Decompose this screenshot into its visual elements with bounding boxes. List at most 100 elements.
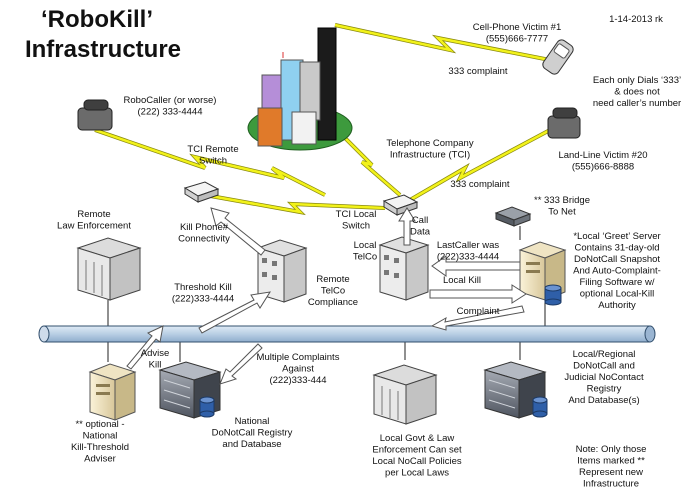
- label-kill-phone-line: Kill Phone#: [180, 222, 229, 233]
- office-building-icon-remote-telco: [256, 239, 308, 303]
- date-note: 1-14-2013 rk: [609, 14, 663, 25]
- diagram-title-line1: ‘RoboKill’: [41, 6, 153, 33]
- label-complaint-cell-line: 333 complaint: [448, 66, 508, 77]
- wireless-links: [94, 23, 561, 216]
- label-regional-dnc-line: Registry: [587, 384, 622, 395]
- label-regional-dnc-line: And Database(s): [568, 395, 639, 406]
- label-national-dnc-line: and Database: [222, 439, 281, 450]
- courthouse-icon-remote-law: [76, 237, 142, 301]
- arrow-bus-to-remote-telco: [198, 291, 272, 334]
- diagram-title-line2: Infrastructure: [25, 36, 181, 63]
- label-complaint-bus-line: Complaint: [457, 306, 500, 317]
- label-optional-adviser-line: ** optional -: [75, 419, 124, 430]
- label-cell-victim-line: (555)666-7777: [486, 34, 548, 45]
- label-multiple-complaints-line: Multiple Complaints: [257, 352, 340, 363]
- label-remote-telco-line: Remote: [316, 274, 349, 285]
- label-bridge-line: ** 333 Bridge: [534, 195, 590, 206]
- label-cell-victim-line: Cell-Phone Victim #1: [473, 22, 562, 33]
- label-note-line: Items marked **: [577, 456, 645, 467]
- label-optional-adviser-line: Kill-Threshold: [71, 442, 129, 453]
- label-greet-server-line: Authority: [598, 300, 636, 311]
- label-last-caller: LastCaller was(222)333-4444: [437, 240, 500, 263]
- label-remote-law-line: Remote: [77, 209, 110, 220]
- label-national-dnc-line: National: [235, 416, 270, 427]
- label-landline-victim-line: (555)666-8888: [572, 162, 634, 173]
- modem-icon: [494, 206, 532, 227]
- label-optional-adviser-line: National: [83, 431, 118, 442]
- network-bus: [38, 325, 656, 343]
- label-greet-server-line: *Local ‘Greet’ Server: [573, 231, 660, 242]
- label-remote-telco-line: Compliance: [308, 297, 358, 308]
- arrow-complaint: [430, 305, 525, 331]
- label-remote-law-line: Law Enforcement: [57, 221, 131, 232]
- label-national-dnc-line: DoNotCall Registry: [212, 428, 293, 439]
- label-note-line: Represent new: [579, 467, 643, 478]
- label-dial-note-line: need caller’s number: [593, 98, 681, 109]
- arrow-telco-to-local-switch: [398, 207, 416, 246]
- server-tower-icon-adviser: [88, 363, 137, 421]
- city-icon: [247, 27, 353, 151]
- label-tci-remote-switch-line: Switch: [199, 156, 227, 167]
- connection-lines: [107, 226, 546, 362]
- database-icon-regional: [532, 396, 548, 418]
- label-greet-server-line: DoNotCall Snapshot: [574, 254, 660, 265]
- label-regional-dnc-line: Local/Regional: [573, 349, 636, 360]
- label-complaint-land: 333 complaint: [450, 179, 510, 190]
- label-local-govt-line: Enforcement Can set: [372, 445, 462, 456]
- label-last-caller-line: (222)333-4444: [437, 252, 499, 263]
- label-threshold-kill: Threshold Kill(222)333-4444: [172, 282, 234, 305]
- label-landline-victim-line: Land-Line Victim #20: [558, 150, 647, 161]
- label-complaint-land-line: 333 complaint: [450, 179, 510, 190]
- label-tci-local-switch-line: Switch: [342, 221, 370, 232]
- label-optional-adviser-line: Adviser: [84, 454, 116, 465]
- desk-phone-icon-robocaller: [77, 99, 113, 131]
- label-local-govt-line: Local Govt & Law: [380, 433, 455, 444]
- desk-phone-icon-landline: [547, 107, 581, 139]
- label-complaint-bus: Complaint: [457, 306, 500, 317]
- label-multiple-complaints-line: Against: [282, 364, 314, 375]
- database-icon-national: [199, 396, 215, 418]
- arrow-telco-to-greet: [429, 284, 527, 304]
- switch-icon-remote: [183, 181, 220, 203]
- courthouse-icon-local-govt: [372, 364, 438, 425]
- label-greet-server-line: Contains 31-day-old: [574, 243, 659, 254]
- label-telco-infra-line: Infrastructure (TCI): [390, 150, 470, 161]
- label-robocaller: RoboCaller (or worse)(222) 333-4444: [124, 95, 217, 118]
- label-threshold-kill-line: Threshold Kill: [174, 282, 232, 293]
- label-local-telco-line: Local: [354, 240, 377, 251]
- label-complaint-cell: 333 complaint: [448, 66, 508, 77]
- label-kill-phone: Kill Phone#Connectivity: [178, 222, 230, 245]
- label-regional-dnc-line: DoNotCall and: [573, 361, 635, 372]
- label-note-line: Note: Only those: [576, 444, 647, 455]
- label-greet-server-line: And Auto-Complaint-: [573, 266, 661, 277]
- label-threshold-kill-line: (222)333-4444: [172, 294, 234, 305]
- label-regional-dnc-line: Judicial NoContact: [564, 372, 644, 383]
- label-local-kill: Local Kill: [443, 275, 481, 286]
- label-local-govt-line: Local NoCall Policies: [372, 456, 461, 467]
- label-bridge-line: To Net: [548, 207, 576, 218]
- flow-arrows: [126, 207, 527, 385]
- label-advise-kill-line: Advise: [141, 348, 170, 359]
- label-local-govt-line: per Local Laws: [385, 468, 449, 479]
- label-call-data-line: Call: [412, 215, 428, 226]
- label-tci-local-switch-line: TCI Local: [336, 209, 377, 220]
- label-robocaller-line: RoboCaller (or worse): [124, 95, 217, 106]
- arrow-advise-kill: [126, 325, 164, 370]
- label-kill-phone-line: Connectivity: [178, 234, 230, 245]
- label-note-line: Infrastructure: [583, 479, 639, 490]
